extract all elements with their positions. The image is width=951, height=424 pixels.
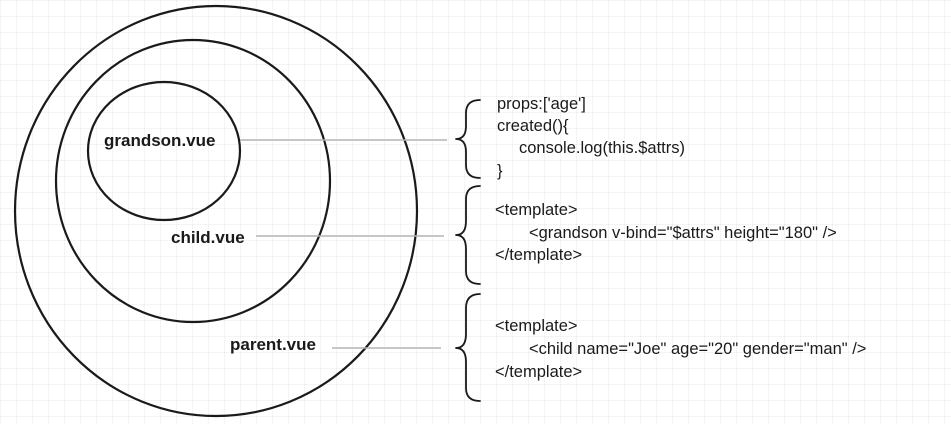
parent-circle: [13, 4, 419, 418]
code-line: created(){: [497, 117, 569, 135]
parent-brace: [455, 293, 481, 402]
code-line: <template>: [495, 317, 578, 335]
child-code-block: <template> <grandson v-bind="$attrs" hei…: [495, 201, 837, 264]
child-circle: [54, 38, 332, 324]
grandson-circle: [86, 80, 242, 222]
code-line: <child name="Joe" age="20" gender="man" …: [529, 340, 866, 358]
parent-label: parent.vue: [230, 335, 316, 354]
child-label: child.vue: [171, 228, 245, 247]
grandson-brace: [455, 99, 481, 179]
grandson-label: grandson.vue: [104, 131, 215, 150]
parent-code-block: <template> <child name="Joe" age="20" ge…: [495, 317, 866, 381]
child-brace: [455, 185, 481, 285]
code-line: console.log(this.$attrs): [519, 139, 685, 157]
code-line: }: [497, 162, 503, 180]
code-line: props:['age']: [497, 95, 586, 113]
code-line: </template>: [495, 246, 582, 264]
code-line: <template>: [495, 201, 578, 219]
code-line: <grandson v-bind="$attrs" height="180" /…: [529, 224, 837, 242]
code-line: </template>: [495, 363, 582, 381]
grandson-code-block: props:['age'] created(){ console.log(thi…: [497, 95, 685, 180]
